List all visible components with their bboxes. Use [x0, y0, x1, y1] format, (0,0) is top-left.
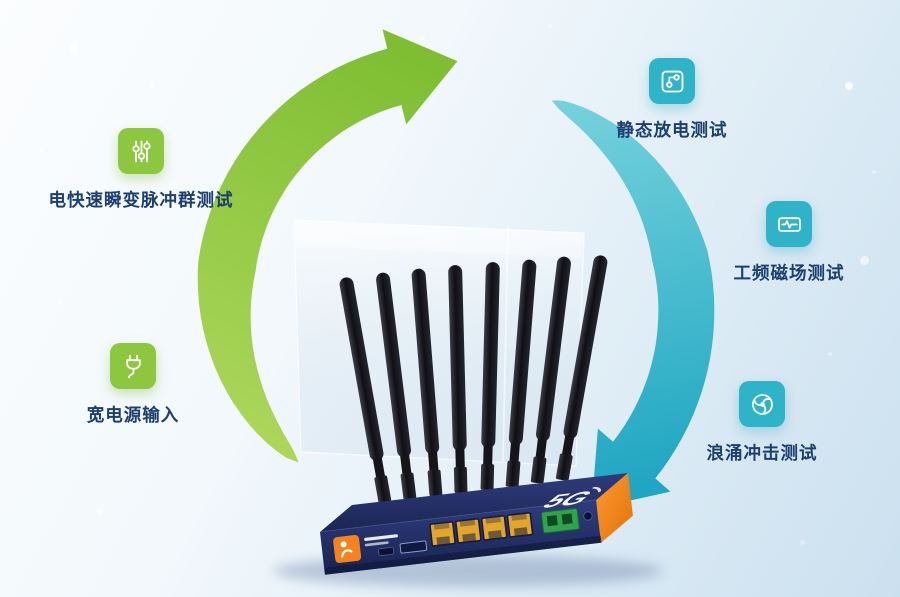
antenna — [411, 268, 443, 497]
sim-slot — [399, 540, 428, 554]
feature-label: 工频磁场测试 — [733, 263, 845, 283]
feature-wide-power-input: 宽电源输入 — [27, 343, 239, 427]
terminal-block — [540, 507, 580, 534]
feature-label: 浪涌冲击测试 — [706, 443, 818, 463]
antenna — [480, 262, 500, 491]
cycle-arrow-green — [197, 29, 458, 463]
feature-magnetic-field-test: 工频磁场测试 — [683, 201, 895, 285]
surge-impact-icon — [739, 381, 785, 427]
feature-label: 宽电源输入 — [86, 405, 180, 425]
router-front-details — [324, 507, 602, 575]
static-discharge-icon — [649, 58, 695, 104]
feature-eft-burst-test: 电快速瞬变脉冲群测试 — [28, 128, 254, 212]
antenna — [448, 265, 468, 494]
router-top-face — [320, 473, 628, 532]
lan-port — [429, 520, 456, 547]
antenna — [339, 277, 392, 503]
antenna — [530, 256, 571, 484]
magnetic-field-icon — [766, 201, 812, 247]
logo-figure-icon — [340, 541, 347, 548]
equalizer-sliders-icon — [118, 128, 164, 174]
feature-label: 电快速瞬变脉冲群测试 — [48, 190, 234, 210]
feature-label: 静态放电测试 — [616, 120, 728, 140]
feature-static-discharge-test: 静态放电测试 — [566, 58, 778, 142]
antenna — [376, 272, 417, 500]
usb-port — [378, 546, 395, 557]
router-logo-badge — [333, 535, 362, 563]
cycle-arrow-teal — [551, 100, 715, 510]
feature-surge-impact-test: 浪涌冲击测试 — [656, 381, 868, 465]
antenna — [555, 255, 608, 481]
lan-ports — [429, 512, 534, 547]
router-right-cap — [596, 473, 633, 543]
antenna — [505, 259, 537, 488]
router-body: 5G — [319, 473, 633, 575]
power-plug-icon — [110, 343, 156, 389]
lan-port — [506, 512, 534, 538]
lan-port — [455, 517, 482, 544]
lan-port — [480, 515, 508, 541]
power-jack — [583, 511, 593, 521]
antenna-array — [339, 255, 608, 503]
